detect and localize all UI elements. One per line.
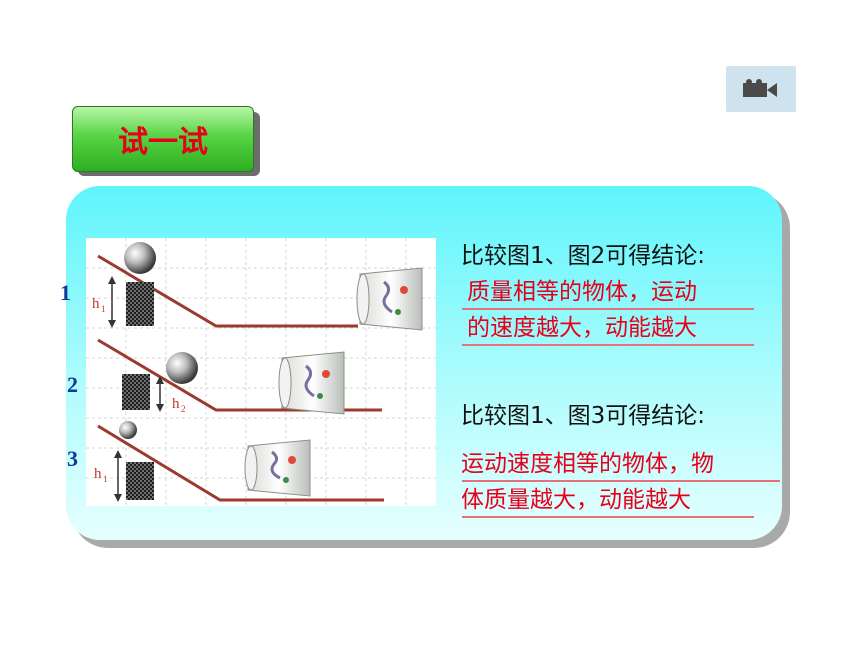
h1-subscript-row3: 1 (103, 474, 108, 484)
ball-1 (124, 242, 156, 274)
underline (462, 516, 754, 518)
video-button[interactable] (726, 66, 796, 112)
conclusion-1-line-1: 质量相等的物体，运动 (467, 279, 697, 305)
block-1 (126, 282, 154, 326)
conclusion-1-line-2: 的速度越大，动能越大 (467, 315, 697, 341)
row-number-1: 1 (60, 280, 71, 305)
underline (462, 344, 754, 346)
h1-label: h (92, 296, 100, 312)
ball-3 (119, 421, 137, 439)
h1-label-row3: h (94, 466, 102, 482)
block-2 (122, 374, 150, 410)
conclusion-2-line-1: 运动速度相等的物体，物 (461, 451, 714, 477)
h2-label: h (172, 396, 180, 412)
video-camera-icon (743, 79, 777, 97)
h1-subscript: 1 (101, 304, 106, 314)
paper-cup-1 (356, 267, 423, 331)
underline (462, 480, 780, 482)
ball-2 (166, 352, 198, 384)
row-number-3: 3 (67, 446, 78, 471)
underline (462, 308, 754, 310)
ramp-1 (97, 254, 358, 328)
experiment-figure: h 1 h 2 h 1 (86, 238, 436, 506)
block-3 (126, 462, 154, 500)
row-number-2: 2 (67, 372, 78, 397)
conclusion-1-heading: 比较图1、图2可得结论: (461, 243, 706, 269)
try-it-label: 试一试 (118, 125, 208, 160)
h2-subscript: 2 (181, 404, 186, 414)
conclusion-2-heading: 比较图1、图3可得结论: (461, 403, 706, 429)
ramp-3 (97, 424, 384, 502)
paper-cup-2 (278, 351, 345, 415)
paper-cup-3 (244, 439, 311, 497)
try-it-button[interactable]: 试一试 (72, 106, 254, 172)
conclusion-2-line-2: 体质量越大，动能越大 (461, 487, 691, 513)
